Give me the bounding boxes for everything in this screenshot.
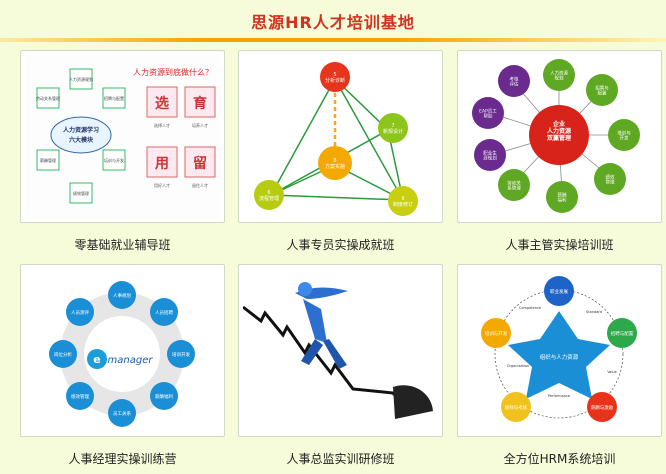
node-orange: [318, 146, 352, 180]
ring-item-4: 薪酬福利: [155, 393, 173, 400]
module-box-1: 人力资源规划: [69, 76, 93, 82]
petal-5: 薪酬福利: [558, 191, 567, 203]
center-label: 组织与人力资源: [540, 353, 579, 361]
blue-figure-icon: [295, 282, 348, 369]
center-label: manager: [108, 355, 154, 366]
hrm-node-1: 职业发展: [550, 288, 568, 295]
center-label: 企业人力资源双赢管理: [547, 120, 571, 142]
center-circle: [529, 105, 589, 165]
arrow-label-3: Organization: [507, 364, 529, 368]
module-box-4: 绩效管理: [73, 190, 89, 196]
arrow-label-1: Competence: [519, 306, 541, 310]
ring-item-8: 人员测评: [71, 309, 89, 316]
pen-nib-icon: [393, 385, 433, 419]
tile-retain: 留: [193, 155, 207, 172]
program-caption-4[interactable]: 人事经理实操训练营: [68, 452, 177, 466]
ring-item-5: 员工关系: [113, 410, 131, 417]
hrm-node-4: 绩效与考核: [505, 404, 528, 411]
page-title: 思源HR人才培训基地: [251, 13, 415, 32]
arrow-label-2: Standard: [586, 310, 602, 314]
tile-use: 用: [155, 156, 169, 172]
program-image-6[interactable]: 组织与人力资源 职业发展 招聘与配置 薪酬与激励 绩效与考核 培训与开发 Com…: [462, 269, 657, 432]
petal-6: 劳动关系管理: [507, 179, 521, 191]
tile-note-4: 留住人才: [192, 182, 208, 188]
tile-note-1: 选择人才: [154, 122, 170, 128]
descending-line: [243, 305, 405, 406]
ring-item-2: 人员招聘: [155, 309, 173, 316]
program-card-6[interactable]: 组织与人力资源 职业发展 招聘与配置 薪酬与激励 绩效与考核 培训与开发 Com…: [457, 264, 662, 437]
node-green-3: [388, 186, 418, 216]
node-green-1: [378, 113, 408, 143]
module-box-2: 招聘与配置: [104, 95, 124, 101]
tile-cultivate: 育: [193, 95, 207, 112]
arrow-label-5: Value: [607, 370, 617, 374]
petal-1: 人力资源规划: [550, 69, 568, 81]
hrm-node-2: 招聘与配置: [611, 330, 634, 337]
program-image-1[interactable]: 人力资源到底做什么？ 人力资源规划 招聘与配置 培训与开发 绩效管理 薪酬管理 …: [25, 55, 220, 218]
module-box-5: 薪酬管理: [40, 157, 56, 163]
program-card-4[interactable]: e manager 人事规划 人员招聘 培训开发 薪酬福利 员工关系 绩效管理 …: [20, 264, 225, 437]
node-red: [320, 62, 350, 92]
program-card-1[interactable]: 人力资源到底做什么？ 人力资源规划 招聘与配置 培训与开发 绩效管理 薪酬管理 …: [20, 50, 225, 223]
ring-item-3: 培训开发: [172, 351, 190, 358]
node-green-2: [254, 180, 284, 210]
tile-select: 选: [155, 95, 169, 112]
center-star: [508, 311, 610, 399]
program-caption-5[interactable]: 人事总监实训研修班: [286, 452, 395, 466]
program-card-5[interactable]: [238, 264, 443, 437]
header-divider: [0, 38, 666, 42]
hrm-node-3: 薪酬与激励: [591, 404, 614, 411]
program-image-4[interactable]: e manager 人事规划 人员招聘 培训开发 薪酬福利 员工关系 绩效管理 …: [25, 269, 220, 432]
petal-2: 招聘与配置: [595, 84, 609, 96]
program-caption-6[interactable]: 全方位HRM系统培训: [503, 452, 616, 466]
svg-text:e: e: [93, 353, 100, 366]
e-logo-icon: [87, 349, 107, 369]
arrow-label-4: Performance: [548, 394, 570, 398]
center-label-1: 人力资源学习: [63, 126, 99, 134]
tile-note-2: 培养人才: [192, 122, 208, 128]
petal-3: 培训与开发: [617, 129, 631, 141]
program-caption-1[interactable]: 零基础就业辅导班: [74, 238, 171, 252]
petal-4: 绩效管理: [606, 173, 615, 185]
petal-8: EAP员工帮助: [479, 108, 497, 119]
ring-item-7: 岗位分析: [54, 351, 72, 358]
program-caption-2[interactable]: 人事专员实操成就班: [286, 238, 395, 252]
module-box-6: 劳动关系管理: [36, 95, 60, 101]
ring-item-6: 绩效管理: [71, 393, 89, 400]
hrm-node-5: 培训与开发: [485, 330, 508, 337]
center-label-2: 六大模块: [69, 136, 94, 144]
tile-note-3: 用好人才: [154, 182, 170, 188]
program-image-3[interactable]: 企业人力资源双赢管理 人力资源规划 招聘与配置 培训与开发 绩效管理 薪酬福利 …: [462, 55, 657, 218]
program-caption-3[interactable]: 人事主管实操培训班: [505, 238, 614, 252]
module-box-3: 培训与开发: [104, 157, 124, 163]
petal-7: 职业生涯规划: [483, 149, 497, 161]
ring-item-1: 人事规划: [113, 292, 131, 299]
page-header: 思源HR人才培训基地: [0, 0, 666, 46]
program-card-3[interactable]: 企业人力资源双赢管理 人力资源规划 招聘与配置 培训与开发 绩效管理 薪酬福利 …: [457, 50, 662, 223]
question-text: 人力资源到底做什么？: [133, 67, 213, 77]
program-image-5[interactable]: [243, 269, 438, 432]
petal-9: 考核评估: [510, 75, 519, 87]
